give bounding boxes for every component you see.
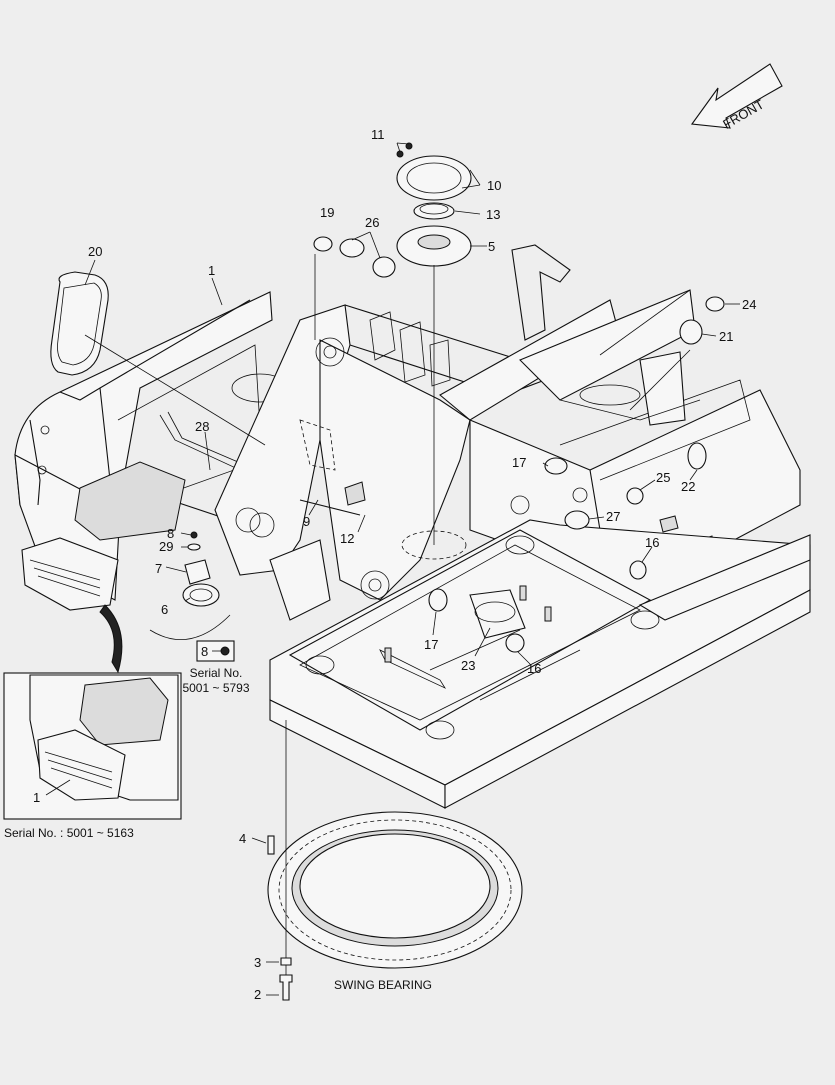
callout-1-inset-step: 1 [33,790,40,805]
callout-9-rod: 9 [303,514,310,529]
swing-bearing [267,720,523,1001]
callout-8-serial-box: 8 [201,644,208,659]
callout-26-grommet: 26 [365,215,379,230]
inset-detail [3,604,182,820]
diagram-notes: Serial No. 5001 ~ 5793 Serial No. : 5001… [4,666,432,992]
callout-28-bracket: 28 [195,419,209,434]
callout-19-grommet: 19 [320,205,334,220]
cover-plate-parts [149,531,231,640]
callout-4-pin: 4 [239,831,246,846]
callout-3-washer: 3 [254,955,261,970]
callout-5-plate: 5 [488,239,495,254]
callout-22-grommet: 22 [681,479,695,494]
left-frame-assembly [14,291,301,611]
grommet-parts [50,236,725,653]
callout-1-frame: 1 [208,263,215,278]
part8-serial-range: 5001 ~ 5793 [182,681,249,695]
turntable-plate-parts [396,142,472,560]
callout-labels: 1 1 2 3 4 5 6 7 8 8 9 10 11 12 13 16 16 … [33,127,756,1002]
leader-lines [45,142,740,996]
callout-8-bolt: 8 [167,526,174,541]
callout-17-grommet-lower: 17 [424,637,438,652]
callout-2-bolt: 2 [254,987,261,1002]
callout-12-nut: 12 [340,531,354,546]
front-deck-frame [269,519,811,809]
callout-16-grommet-lower: 16 [527,661,541,676]
front-direction-arrow: FRONT [690,63,783,132]
callout-6-cover: 6 [161,602,168,617]
callout-29-washer: 29 [159,539,173,554]
inset-serial-range: Serial No. : 5001 ~ 5163 [4,826,134,840]
part8-serial-note [196,640,235,662]
callout-13-ring: 13 [486,207,500,222]
callout-27-grommet: 27 [606,509,620,524]
callout-20-seal: 20 [88,244,102,259]
callout-11-bolt: 11 [371,127,385,142]
callout-25-grommet: 25 [656,470,670,485]
callout-24-grommet: 24 [742,297,756,312]
callout-16-grommet-upper: 16 [645,535,659,550]
part8-serial-label: Serial No. [190,666,243,680]
callout-21-grommet: 21 [719,329,733,344]
callout-17-grommet-upper: 17 [512,455,526,470]
callout-23-grommet: 23 [461,658,475,673]
callout-7-cover: 7 [155,561,162,576]
center-frame-assembly [214,304,611,621]
swing-bearing-caption: SWING BEARING [334,978,432,992]
callout-10-ring-plate: 10 [487,178,501,193]
